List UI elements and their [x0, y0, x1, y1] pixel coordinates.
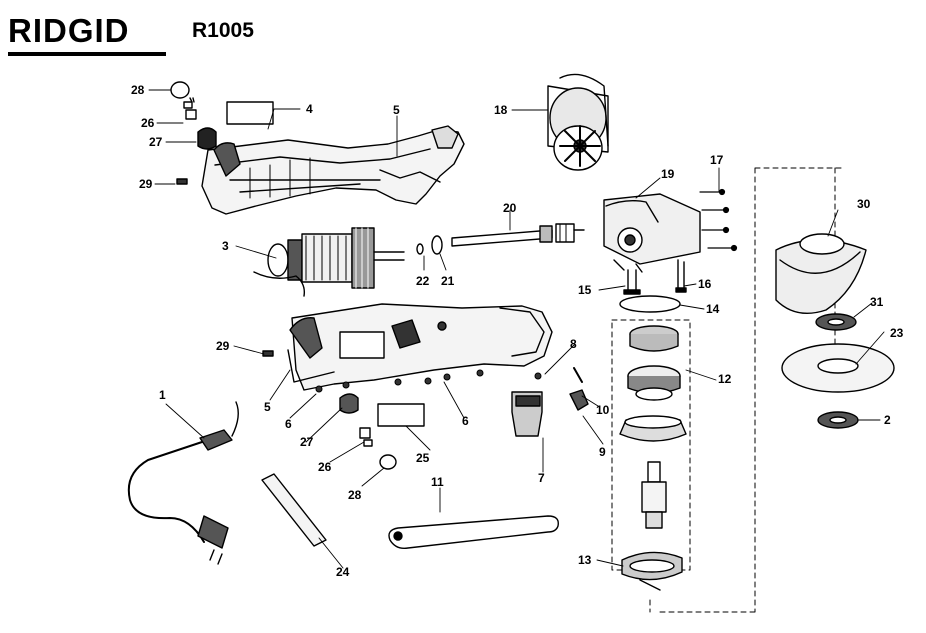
- callout-19: 19: [661, 167, 675, 181]
- gear-assembly-box: [611, 319, 691, 571]
- callout-28-bottom: 28: [348, 488, 362, 502]
- wheel-guard: [775, 233, 867, 314]
- callout-21: 21: [441, 274, 455, 288]
- callout-9: 9: [599, 445, 606, 459]
- callout-5: 5: [393, 103, 400, 117]
- gear-assembly: [619, 325, 687, 529]
- washer-21: [431, 235, 443, 255]
- brush-cap-bottom: [379, 454, 397, 470]
- callout-11: 11: [431, 475, 444, 489]
- spindle-shaft: [451, 223, 585, 247]
- callout-14: 14: [706, 302, 720, 316]
- callout-25: 25: [416, 451, 430, 465]
- callout-12: 12: [718, 372, 732, 386]
- armature: [253, 227, 405, 297]
- power-cord: [127, 401, 239, 565]
- switch-button: [569, 389, 589, 411]
- brush-holder-bottom: [339, 393, 359, 414]
- screws-17: [699, 188, 738, 252]
- grinding-wheel: [781, 343, 895, 393]
- brush-holder-top: [197, 127, 217, 150]
- screw-29-bottom: [262, 350, 274, 357]
- outer-flange: [817, 411, 859, 429]
- callout-15: 15: [578, 283, 592, 297]
- cord-sleeve: [261, 473, 327, 547]
- callout-30: 30: [857, 197, 871, 211]
- callout-29-bottom: 29: [216, 339, 230, 353]
- callout-16: 16: [698, 277, 712, 291]
- callout-24: 24: [336, 565, 350, 579]
- callout-labels: 28 26 27 29 4 5 18 20 17 19 30 3 22 21 1…: [131, 83, 904, 579]
- screws-15: [623, 269, 641, 295]
- screws-16: [675, 259, 687, 293]
- screw-29-top: [176, 178, 188, 185]
- washer-22: [416, 243, 424, 255]
- carbon-brush-top: [183, 97, 197, 120]
- callout-26-bottom: 26: [318, 460, 332, 474]
- screws-6: [315, 369, 542, 393]
- callout-31: 31: [870, 295, 884, 309]
- callout-18: 18: [494, 103, 508, 117]
- callout-28: 28: [131, 83, 145, 97]
- label-plate-top: [226, 101, 274, 125]
- motor-housing-top: [201, 125, 465, 215]
- o-ring: [619, 295, 681, 313]
- callout-4: 4: [306, 102, 313, 116]
- leader-lines: [148, 89, 885, 569]
- callout-26: 26: [141, 116, 155, 130]
- callout-1: 1: [159, 388, 166, 402]
- brand-logo-underline: [8, 52, 166, 56]
- callout-17: 17: [710, 153, 724, 167]
- callout-27: 27: [149, 135, 163, 149]
- spring-10: [573, 367, 583, 383]
- callout-20: 20: [503, 201, 517, 215]
- callout-8: 8: [570, 337, 577, 351]
- gear-case: [603, 193, 701, 273]
- callout-7: 7: [538, 471, 545, 485]
- callout-29: 29: [139, 177, 153, 191]
- callout-6-right: 6: [462, 414, 469, 428]
- model-number: R1005: [192, 19, 254, 42]
- callout-27-bottom: 27: [300, 435, 314, 449]
- callout-10: 10: [596, 403, 610, 417]
- callout-6: 6: [285, 417, 292, 431]
- motor-housing-bottom: [287, 303, 553, 391]
- aux-handle: [547, 73, 609, 171]
- callout-22: 22: [416, 274, 430, 288]
- inner-flange: [815, 313, 857, 331]
- callout-5-bottom: 5: [264, 400, 271, 414]
- callout-2: 2: [884, 413, 891, 427]
- callout-13: 13: [578, 553, 592, 567]
- brush-cap-top: [170, 81, 190, 99]
- switch: [511, 391, 543, 437]
- carbon-brush-bottom: [359, 427, 373, 447]
- bearing-retainer: [621, 551, 683, 591]
- brand-logo: RIDGID: [8, 12, 130, 49]
- callout-3: 3: [222, 239, 229, 253]
- callout-23: 23: [890, 326, 904, 340]
- spanner-wrench: [388, 515, 559, 550]
- label-plate-bottom: [377, 403, 425, 427]
